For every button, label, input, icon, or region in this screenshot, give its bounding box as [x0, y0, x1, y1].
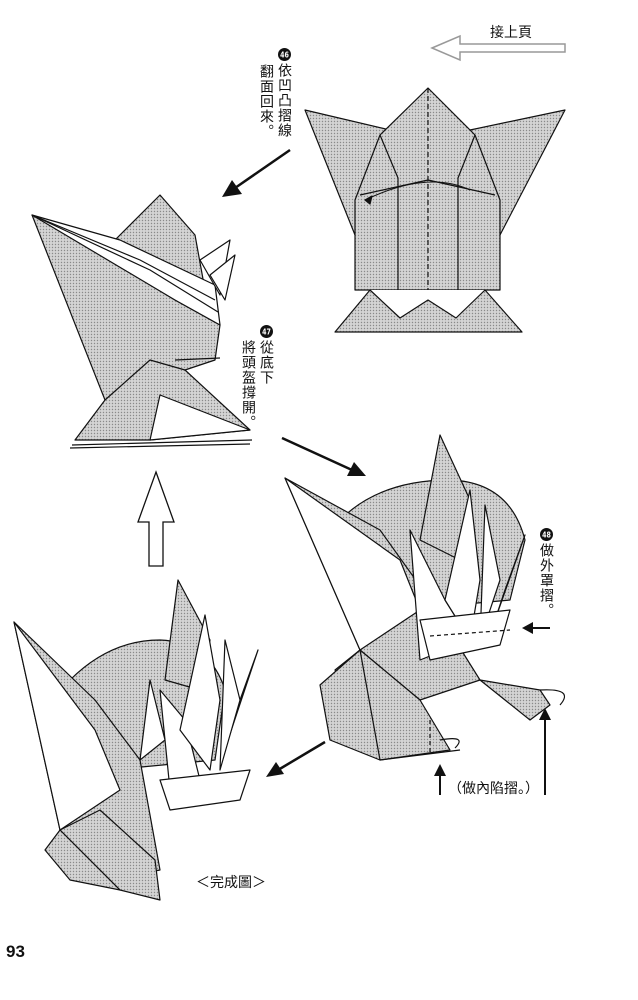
step47-text: 從底下: [258, 340, 274, 385]
hollow-arrow-up-icon: [137, 470, 175, 567]
step46-instruction-line1: 46 依凹凸摺線: [276, 48, 292, 138]
step47-instruction-line1: 47 從底下: [258, 325, 274, 385]
step48-text: 做外罩摺。: [538, 543, 554, 618]
continue-label: 接上頁: [490, 25, 532, 41]
inside-reverse-note: （做內陷摺。）: [448, 781, 539, 797]
step47-model: [31, 194, 253, 449]
step48-number-badge: 48: [540, 528, 553, 541]
arrow-left-icon: [266, 740, 326, 777]
step46-instruction-line2: 翻面回來。: [258, 64, 274, 139]
step46-text: 依凹凸摺線: [276, 63, 292, 138]
step47-number-badge: 47: [260, 325, 273, 338]
step48-model: [284, 434, 565, 761]
step46-model: [304, 87, 566, 333]
arrow-down-right-icon: [281, 436, 366, 476]
step47-instruction-line2: 將頭盔撐開。: [240, 340, 256, 430]
step46-number-badge: 46: [278, 48, 291, 61]
finished-model: [13, 579, 259, 901]
arrow-up-icon: [434, 622, 551, 795]
step48-instruction: 48 做外罩摺。: [538, 528, 554, 618]
page-number: 93: [6, 942, 25, 961]
arrow-down-left-icon: [222, 148, 291, 197]
hollow-arrow-left-icon: [430, 34, 566, 62]
finished-caption: ＜完成圖＞: [196, 875, 266, 891]
